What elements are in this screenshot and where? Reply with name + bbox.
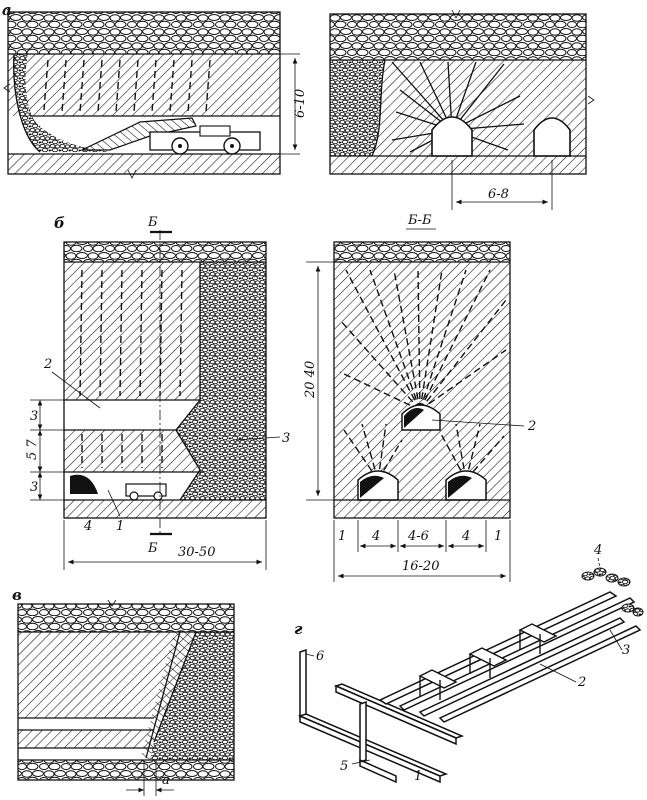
- dim-b-3-upper: 3: [30, 409, 38, 424]
- dim-a-spacing: 6-8: [488, 187, 509, 202]
- dim-b-height: 20 40: [303, 361, 318, 399]
- label-b-4: 4: [83, 519, 92, 534]
- label-g-2: 2: [577, 675, 586, 690]
- section-mark-top: Б: [147, 215, 158, 230]
- label-g-1: 1: [414, 769, 422, 784]
- panel-b-left: 3 5 7 3 30-50 Б Б 2 3 4 1 б: [25, 214, 290, 570]
- rock-clusters-g: [581, 567, 644, 617]
- dim-a-height: 6-10: [293, 89, 308, 118]
- drill-holes-a: [43, 59, 211, 113]
- dim-b-width: 30-50: [178, 545, 215, 560]
- panel-b-letter: б: [54, 214, 65, 232]
- dim-b-w1: 4: [371, 529, 380, 544]
- label-bb-1-left: 1: [338, 529, 346, 544]
- fan-holes-upper: [339, 269, 507, 411]
- label-bb-1-right: 1: [494, 529, 502, 544]
- dim-b-w2: 4-6: [407, 529, 429, 544]
- dim-b-w3: 4: [461, 529, 470, 544]
- section-title: Б-Б: [407, 213, 432, 228]
- label-g-6: 6: [316, 649, 324, 664]
- panel-a-left: 6-10 а: [2, 1, 308, 179]
- dim-b-3-lower: 3: [30, 480, 38, 495]
- panel-a-right: 6-8: [329, 9, 595, 210]
- dim-v-a: a: [162, 773, 170, 788]
- label-b-1: 1: [116, 519, 124, 534]
- label-b-2: 2: [43, 357, 52, 372]
- panel-a-letter: а: [2, 1, 12, 19]
- panel-b-section: Б-Б 20 40: [303, 213, 536, 582]
- label-g-5: 5: [340, 759, 348, 774]
- label-g-4: 4: [593, 543, 602, 558]
- dim-b-57: 5 7: [25, 439, 40, 460]
- fan-holes-lower: [343, 423, 505, 481]
- panel-g: 1 2 3 4 5 6 г: [294, 543, 644, 784]
- panel-v: a в: [12, 586, 235, 796]
- label-g-3: 3: [622, 643, 630, 658]
- loader-b: [125, 483, 167, 501]
- label-bb-2: 2: [527, 419, 536, 434]
- drill-holes-b-lower: [81, 434, 163, 468]
- panel-g-letter: г: [294, 620, 303, 638]
- label-b-3: 3: [282, 431, 290, 446]
- panel-v-letter: в: [12, 586, 22, 604]
- dim-b-total: 16-20: [402, 559, 439, 574]
- loader-machine: [81, 117, 261, 155]
- section-mark-bottom: Б: [147, 541, 158, 556]
